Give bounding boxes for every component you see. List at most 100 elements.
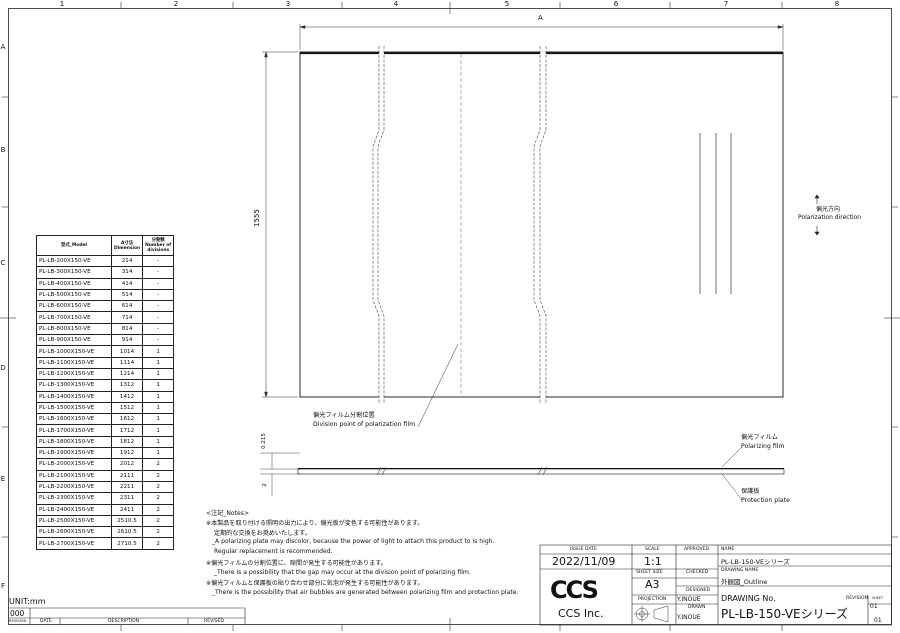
divisions-cell: 2 — [142, 469, 175, 482]
dimension-cell: 1912 — [110, 447, 144, 460]
model-cell: PL-LB-1300X150-VE — [36, 379, 112, 392]
drawing-name-label: DRAWING NAME — [721, 568, 759, 573]
model-cell: PL-LB-1800X150-VE — [36, 435, 112, 449]
polarization-arrows — [814, 194, 820, 236]
dimension-cell: 2510.5 — [110, 514, 144, 528]
note-line-1: ※本製品を取り付ける照明の出力により、偏光板が変色する可能性があります。 — [206, 520, 424, 527]
model-cell: PL-LB-800X150-VE — [36, 322, 112, 336]
divisions-cell: - — [142, 277, 175, 290]
divisions-cell: - — [142, 322, 175, 336]
table-header-model: 型式_Model — [36, 235, 112, 256]
designed-label: DESIGNED — [686, 588, 711, 593]
divisions-cell: 2 — [142, 514, 175, 528]
ccs-logo: CCS — [550, 576, 599, 604]
note-line-4: Regular replacement is recommended. — [214, 548, 333, 555]
dimension-cell: 1412 — [110, 390, 144, 403]
unit-label: UNIT:mm — [9, 597, 46, 606]
dimension-cell: 514 — [110, 288, 144, 302]
model-cell: PL-LB-900X150-VE — [36, 334, 112, 347]
dimension-cell: 214 — [110, 254, 144, 268]
model-cell: PL-LB-600X150-VE — [36, 300, 112, 313]
dimension-cell: 2311 — [110, 492, 144, 505]
dimension-cell: 1512 — [110, 401, 144, 415]
divisions-cell: - — [142, 300, 175, 313]
sheet-size-label: SHEET SIZE — [636, 570, 663, 575]
divisions-cell: 2 — [142, 537, 175, 550]
company-name: CCS Inc. — [558, 607, 604, 620]
thickness-label: 0.215 — [260, 433, 267, 449]
dimension-cell: 2710.5 — [110, 537, 144, 550]
side-view — [260, 446, 785, 501]
note-line-6: _There is a possibility that the gap may… — [214, 569, 471, 576]
division-leader — [417, 343, 459, 428]
dimension-cell: 914 — [110, 334, 144, 347]
name-value: PL-LB-150-VEシリーズ — [721, 558, 790, 566]
dimension-height — [262, 51, 298, 398]
revision-value-tb: 01 — [870, 603, 878, 610]
dimension-cell: 614 — [110, 300, 144, 313]
drawn-label: DRAWN — [688, 605, 706, 610]
model-cell: PL-LB-2200X150-VE — [36, 480, 112, 494]
model-cell: PL-LB-400X150-VE — [36, 277, 112, 290]
model-cell: PL-LB-1700X150-VE — [36, 424, 112, 437]
dimension-cell: 1114 — [110, 356, 144, 369]
divisions-cell: - — [142, 311, 175, 324]
grid-col-3: 3 — [285, 0, 291, 8]
issue-date-label: ISSUE DATE — [570, 547, 597, 552]
model-cell: PL-LB-700X150-VE — [36, 311, 112, 324]
model-cell: PL-LB-2700X150-VE — [36, 537, 112, 550]
model-cell: PL-LB-1400X150-VE — [36, 390, 112, 403]
checked-label: CHECKED — [686, 570, 709, 575]
divisions-cell: 1 — [142, 390, 175, 403]
divisions-cell: - — [142, 266, 175, 279]
model-cell: PL-LB-500X150-VE — [36, 288, 112, 302]
drawer-name: Y.INOUE — [677, 614, 701, 621]
note-line-8: _There is the possibility that air bubbl… — [212, 589, 519, 596]
dimension-a-label: A — [538, 14, 543, 22]
dimension-cell: 1312 — [110, 379, 144, 392]
divisions-cell: 2 — [142, 526, 175, 539]
grid-row-a: A — [0, 43, 6, 51]
dimension-cell: 1612 — [110, 413, 144, 426]
dimension-height-label: 1555 — [252, 209, 261, 227]
note-line-5: ※偏光フィルムの分割位置に、隙間が発生する可能性があります。 — [206, 560, 387, 567]
dimension-cell: 314 — [110, 266, 144, 279]
approved-label: APPROVED — [684, 547, 709, 552]
issue-date-value: 2022/11/09 — [552, 555, 616, 568]
polarization-label-en: Polarization direction — [798, 214, 862, 221]
divisions-cell: 1 — [142, 356, 175, 369]
rev-header-date: DATE — [40, 619, 52, 624]
revision-label: REVISION — [846, 596, 868, 601]
grid-col-4: 4 — [393, 0, 399, 8]
revision-value: 000 — [10, 609, 25, 618]
dimension-cell: 1712 — [110, 424, 144, 437]
designer-name: Y.INOUE — [677, 596, 701, 603]
model-cell: PL-LB-1100X150-VE — [36, 356, 112, 369]
divisions-cell: 1 — [142, 435, 175, 449]
dimension-a — [299, 24, 784, 50]
model-cell: PL-LB-1900X150-VE — [36, 447, 112, 460]
model-cell: PL-LB-1000X150-VE — [36, 345, 112, 358]
dimension-cell: 1214 — [110, 367, 144, 381]
plate-label-jp: 保護板 — [741, 488, 760, 495]
sheet-label: SHEET — [872, 596, 884, 600]
